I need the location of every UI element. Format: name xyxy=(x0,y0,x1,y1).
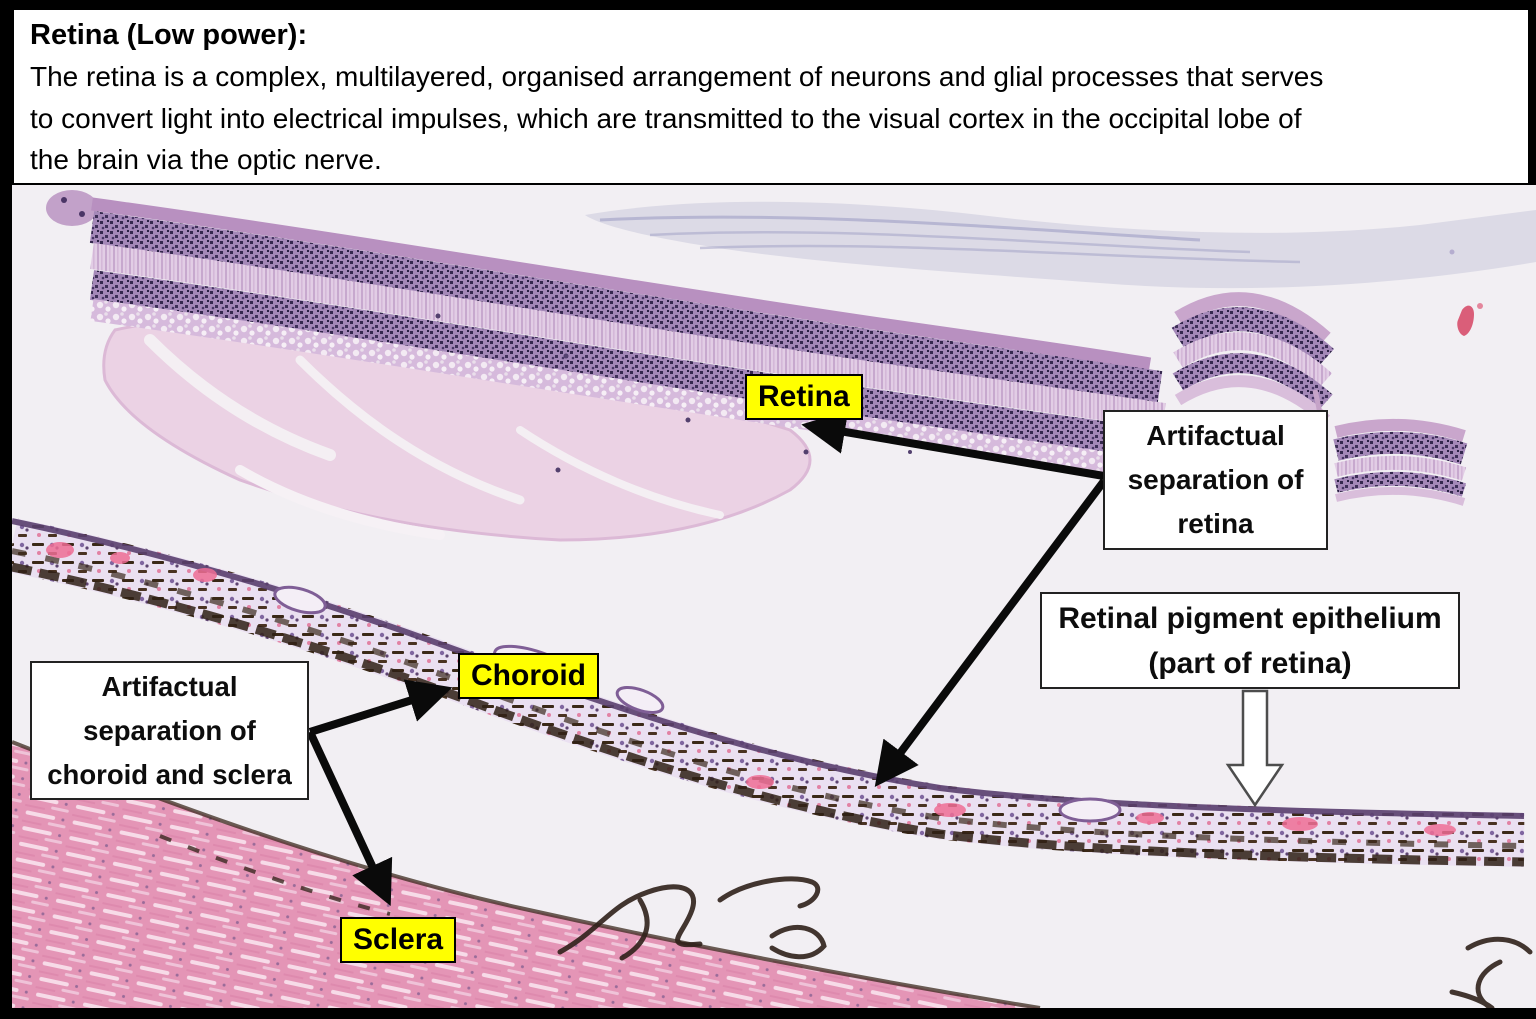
retina-fragment-b xyxy=(1333,418,1468,506)
artifactual-separation-retina-box: Artifactual separation of retina xyxy=(1103,410,1328,550)
vitreous-membrane xyxy=(585,201,1536,289)
retinal-pigment-epithelium-box: Retinal pigment epithelium (part of reti… xyxy=(1040,592,1460,689)
annotation-line: Artifactual xyxy=(1146,420,1285,451)
header-body-line: to convert light into electrical impulse… xyxy=(30,102,1302,134)
arrow-sclera-separation xyxy=(306,730,393,906)
arrow-choroid-separation xyxy=(308,679,453,736)
stain-debris xyxy=(1449,249,1483,336)
annotation-line: retina xyxy=(1177,508,1254,539)
annotation-line: separation of xyxy=(1127,464,1304,495)
annotation-arrows xyxy=(306,410,1108,906)
page-title: Retina (Low power): xyxy=(30,19,308,51)
artifactual-separation-choroid-sclera-box: Artifactual separation of choroid and sc… xyxy=(30,661,309,800)
annotation-line: (part of retina) xyxy=(1148,646,1352,680)
annotation-line: choroid and sclera xyxy=(47,758,292,790)
arrow-retina-separation-upper xyxy=(801,410,1105,480)
detached-tissue-fold xyxy=(102,313,812,542)
annotation-line: separation of xyxy=(83,714,256,746)
pigment-strands xyxy=(557,876,1533,1008)
choroid-label: Choroid xyxy=(458,653,599,699)
header-body-line: the brain via the optic nerve. xyxy=(30,144,382,175)
header-text-box: Retina (Low power): The retina is a comp… xyxy=(12,8,1530,185)
arrow-retina-separation-lower xyxy=(874,478,1108,788)
block-arrow-rpe xyxy=(1225,689,1285,808)
annotation-line: Retinal pigment epithelium xyxy=(1058,601,1442,635)
retina-label: Retina xyxy=(745,374,863,420)
tissue-fragment-left xyxy=(46,190,98,226)
annotation-line: Artifactual xyxy=(101,670,238,702)
sclera-label: Sclera xyxy=(340,917,457,963)
header-body-line: The retina is a complex, multilayered, o… xyxy=(30,61,1324,92)
